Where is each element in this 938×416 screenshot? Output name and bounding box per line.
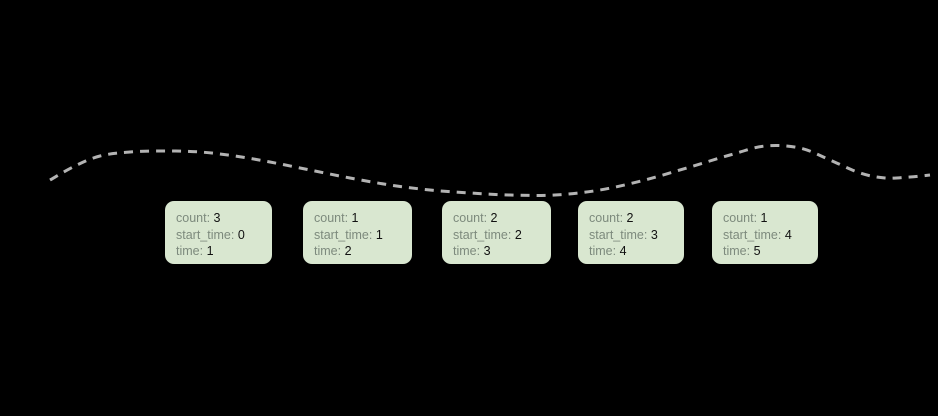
field-row: time: 1	[176, 243, 272, 260]
field-label: count:	[453, 211, 488, 225]
field-value: 3	[213, 211, 221, 225]
field-row: time: 4	[589, 243, 684, 260]
field-row: count: 1	[723, 210, 818, 227]
field-row: start_time: 2	[453, 227, 551, 244]
field-row: start_time: 4	[723, 227, 818, 244]
field-row: start_time: 3	[589, 227, 684, 244]
field-row: count: 1	[314, 210, 412, 227]
field-value: 4	[619, 244, 627, 258]
field-value: 2	[490, 211, 498, 225]
field-value: 2	[626, 211, 634, 225]
field-label: time:	[453, 244, 481, 258]
field-value: 2	[514, 227, 522, 242]
field-label: start_time:	[314, 227, 373, 242]
field-row: start_time: 0	[176, 227, 272, 244]
field-row: count: 2	[589, 210, 684, 227]
field-label: start_time:	[176, 227, 235, 242]
field-label: start_time:	[589, 227, 648, 242]
field-label: start_time:	[723, 227, 782, 242]
field-value: 1	[760, 211, 768, 225]
trend-curve-path	[49, 143, 931, 197]
field-label: count:	[176, 211, 211, 225]
field-row: time: 5	[723, 243, 818, 260]
field-value: 1	[206, 244, 214, 258]
field-value: 2	[344, 244, 352, 258]
field-value: 3	[650, 227, 658, 242]
field-value: 0	[237, 227, 245, 242]
field-label: count:	[314, 211, 349, 225]
field-row: count: 2	[453, 210, 551, 227]
field-label: start_time:	[453, 227, 512, 242]
field-value: 1	[375, 227, 383, 242]
field-value: 3	[483, 244, 491, 258]
field-label: time:	[589, 244, 617, 258]
field-row: count: 3	[176, 210, 272, 227]
field-value: 4	[784, 227, 792, 242]
field-label: time:	[314, 244, 342, 258]
field-label: time:	[176, 244, 204, 258]
field-value: 1	[351, 211, 359, 225]
field-label: time:	[723, 244, 751, 258]
field-row: time: 2	[314, 243, 412, 260]
field-value: 5	[753, 244, 761, 258]
field-row: time: 3	[453, 243, 551, 260]
field-label: count:	[723, 211, 758, 225]
field-row: start_time: 1	[314, 227, 412, 244]
field-label: count:	[589, 211, 624, 225]
